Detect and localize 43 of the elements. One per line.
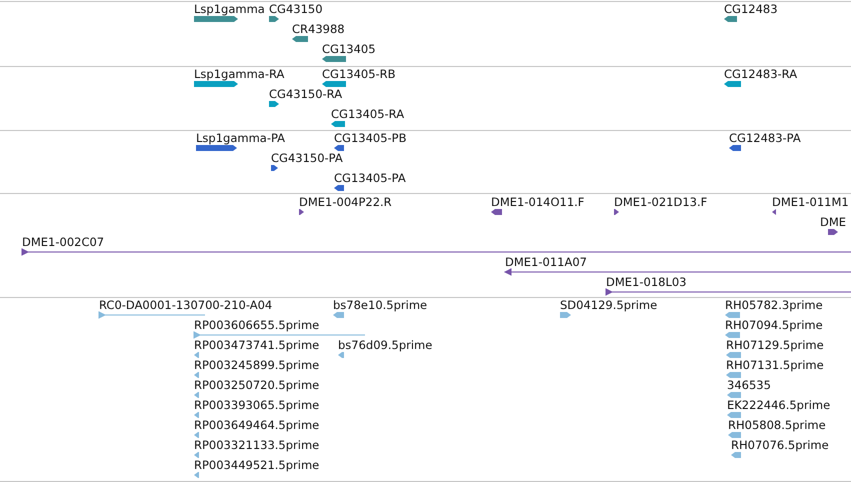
feature-label: bs76d09.5prime bbox=[338, 338, 432, 352]
feature-label: RP003449521.5prime bbox=[194, 458, 320, 472]
feature-label: RP003250720.5prime bbox=[194, 378, 320, 392]
feature-label: DME1-002C07 bbox=[22, 235, 104, 249]
feature-label: DME1-021D13.F bbox=[614, 195, 708, 209]
feature-label: RP003473741.5prime bbox=[194, 338, 320, 352]
feature-label: RP003321133.5prime bbox=[194, 438, 320, 452]
feature-label: EK222446.5prime bbox=[727, 398, 830, 412]
feature-label: bs78e10.5prime bbox=[333, 298, 428, 312]
feature-label: CG13405-PB bbox=[334, 131, 406, 145]
feature-label: CG13405-RB bbox=[322, 67, 396, 81]
feature-label: RP003649464.5prime bbox=[194, 418, 320, 432]
feature-label: DME1-011A07 bbox=[505, 255, 587, 269]
feature-label: DME1-011M1 bbox=[772, 195, 849, 209]
feature-label: RP003606655.5prime bbox=[194, 318, 320, 332]
feature-label: 346535 bbox=[727, 378, 771, 392]
feature-label: SD04129.5prime bbox=[560, 298, 658, 312]
feature-label: CG13405 bbox=[322, 42, 376, 56]
feature-label: RP003393065.5prime bbox=[194, 398, 320, 412]
feature-label: CG12483 bbox=[724, 2, 778, 16]
feature-label: RH07094.5prime bbox=[725, 318, 823, 332]
feature-label: Lsp1gamma-PA bbox=[196, 131, 286, 145]
feature-label: DME bbox=[820, 215, 846, 229]
feature-label: CG13405-RA bbox=[331, 107, 404, 121]
feature-label: RH07076.5prime bbox=[731, 438, 829, 452]
feature-label: CG12483-RA bbox=[724, 67, 798, 81]
feature-label: CG13405-PA bbox=[334, 171, 406, 185]
feature-label: Lsp1gamma bbox=[194, 2, 265, 16]
feature-label: Lsp1gamma-RA bbox=[194, 67, 284, 81]
feature-label: CR43988 bbox=[292, 22, 345, 36]
feature-label: RH05782.3prime bbox=[725, 298, 823, 312]
feature-label: RH07131.5prime bbox=[726, 358, 824, 372]
feature-label: DME1-004P22.R bbox=[299, 195, 392, 209]
feature-label: RH05808.5prime bbox=[728, 418, 826, 432]
feature-label: CG43150-PA bbox=[271, 151, 343, 165]
feature-label: RC0-DA0001-130700-210-A04 bbox=[99, 298, 272, 312]
feature-label: CG43150-RA bbox=[269, 87, 342, 101]
feature-label: DME1-018L03 bbox=[606, 275, 686, 289]
feature-label: CG43150 bbox=[269, 2, 323, 16]
feature-label: RP003245899.5prime bbox=[194, 358, 320, 372]
feature-label: CG12483-PA bbox=[729, 131, 801, 145]
feature-label: DME1-014O11.F bbox=[491, 195, 584, 209]
feature-label: RH07129.5prime bbox=[726, 338, 824, 352]
